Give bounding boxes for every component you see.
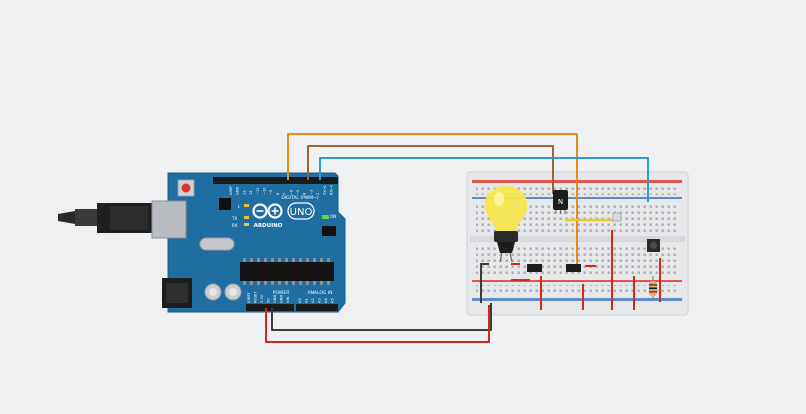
digital-pin-label: ~10 [263, 187, 267, 195]
digital-pin-label: 4 [303, 192, 307, 195]
power-pin-label: 5V [267, 298, 271, 303]
analog-header-label: ANALOG IN [307, 290, 332, 296]
resistor[interactable] [649, 276, 657, 300]
push-button[interactable] [647, 239, 660, 252]
digital-pin-label: 2 [316, 193, 320, 195]
power-pin-label: IOREF [247, 292, 251, 303]
relay-component-2[interactable] [566, 264, 581, 272]
digital-pin-label: 12 [249, 190, 253, 195]
wire-black[interactable] [271, 303, 492, 331]
analog-pin-label: A3 [318, 298, 322, 303]
breadboard-black-wire [480, 263, 489, 303]
digital-pin-label: RX←0 [330, 184, 334, 195]
arduino-uno-board[interactable]: UNO ARDUINO DIGITAL (PWM~) POWER ANALOG … [58, 172, 346, 313]
digital-pin-label: TX→1 [323, 185, 327, 196]
led-rx-label: RX [232, 223, 238, 228]
digital-pin-label: ~3 [309, 190, 313, 195]
digital-header-label: DIGITAL (PWM~) [281, 195, 319, 201]
analog-pin-label: A1 [305, 298, 309, 303]
led-tx-label: TX [231, 216, 237, 221]
analog-pin-label: A4 [324, 298, 328, 303]
digital-pin-label: GND [236, 187, 240, 195]
power-pin-label: RESET [254, 291, 258, 303]
analog-pin-label: A2 [311, 298, 315, 303]
power-pin-label: 3.3V [260, 294, 264, 303]
wire-orange[interactable] [287, 133, 578, 268]
jumper-wires [265, 133, 649, 343]
arduino-logo [252, 203, 283, 219]
indicator-component[interactable] [612, 212, 622, 222]
usb-cable [58, 203, 155, 233]
relay-component-1[interactable] [527, 264, 542, 272]
breadboard-red-wires [511, 230, 661, 310]
board-brand-label: ARDUINO [254, 223, 283, 229]
led-l-label: L [238, 204, 241, 209]
wire-blue[interactable] [319, 157, 649, 202]
power-pin-label: VIN [286, 296, 290, 303]
digital-pin-label: 8 [276, 192, 280, 195]
power-pin-label: GND [280, 295, 284, 303]
transistor[interactable]: N [553, 190, 568, 214]
power-pin-label: GND [273, 295, 277, 303]
analog-pin-label: A5 [331, 298, 335, 303]
digital-pin-label: AREF [229, 186, 233, 195]
transistor-label: N [558, 198, 563, 206]
digital-pin-label: ~9 [269, 189, 273, 195]
digital-pin-label: ~6 [289, 189, 293, 195]
light-bulb[interactable] [484, 186, 528, 263]
digital-pin-label: 13 [242, 190, 246, 195]
on-label: ON [330, 214, 336, 219]
digital-pin-label: 7 [283, 193, 287, 195]
power-header-label: POWER [273, 290, 290, 296]
wire-brown[interactable] [307, 145, 554, 194]
digital-pin-label: ~11 [256, 187, 260, 195]
wire-red[interactable] [265, 305, 490, 343]
board-model-label: UNO [290, 207, 313, 218]
digital-pin-label: ~5 [296, 190, 300, 195]
analog-pin-label: A0 [298, 298, 302, 303]
